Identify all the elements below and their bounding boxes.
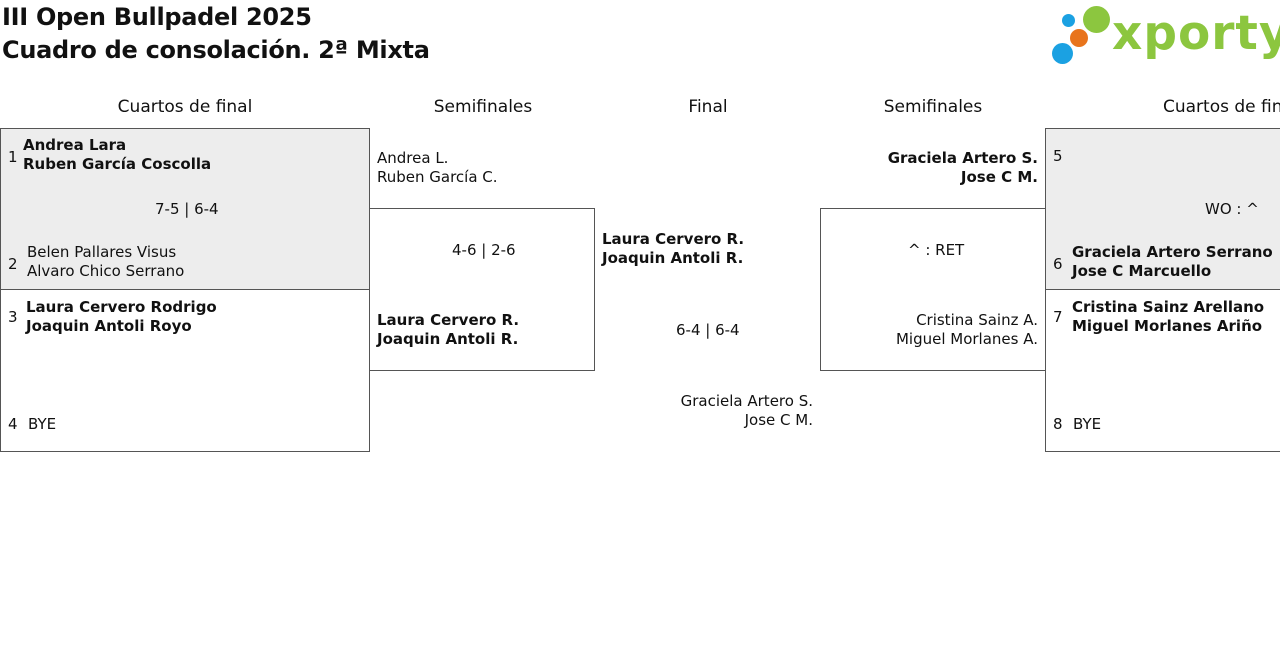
seed-number: 4 [8, 415, 18, 433]
player-name: Jose C M. [744, 411, 813, 429]
tournament-title: III Open Bullpadel 2025 [2, 3, 312, 31]
player-name: Cristina Sainz Arellano [1072, 298, 1265, 316]
left-sf-team-top[interactable]: Andrea L. Ruben García C. [377, 149, 498, 187]
final-score: 6-4 | 6-4 [676, 321, 740, 339]
column-header-left-semifinals: Semifinales [433, 97, 533, 117]
seed-number: 8 [1053, 415, 1063, 433]
player-name: Joaquin Antoli Royo [26, 317, 192, 335]
player-name: Joaquin Antoli R. [602, 249, 744, 267]
player-name: Alvaro Chico Serrano [27, 262, 185, 280]
right-qf-match-1[interactable]: 5 WO : ^ 6 Graciela Artero Serrano Jose … [1045, 128, 1280, 290]
match-score: ^ : RET [908, 241, 965, 259]
player-name: Jose C M. [960, 168, 1038, 186]
team-loser[interactable]: Cristina Sainz A. Miguel Morlanes A. [896, 311, 1038, 349]
column-header-right-quarterfinals: Cuartos de final [1163, 97, 1280, 117]
player-name: Joaquin Antoli R. [377, 330, 519, 348]
final-team-runner-up[interactable]: Graciela Artero S. Jose C M. [681, 392, 813, 430]
player-name: Laura Cervero Rodrigo [26, 298, 217, 316]
right-sf-team-top[interactable]: Graciela Artero S. Jose C M. [888, 149, 1038, 187]
team-winner[interactable]: Laura Cervero Rodrigo Joaquin Antoli Roy… [26, 298, 217, 336]
left-qf-match-2[interactable]: 3 Laura Cervero Rodrigo Joaquin Antoli R… [0, 289, 370, 452]
seed-number: 7 [1053, 308, 1063, 326]
team-loser[interactable]: Belen Pallares Visus Alvaro Chico Serran… [27, 243, 184, 281]
player-name: Laura Cervero R. [602, 230, 745, 248]
seed-number: 6 [1053, 255, 1063, 273]
player-name: Jose C Marcuello [1072, 262, 1212, 280]
team-winner[interactable]: Cristina Sainz Arellano Miguel Morlanes … [1072, 298, 1264, 336]
logo-blue-dot-top [1062, 14, 1075, 27]
match-score: 7-5 | 6-4 [155, 200, 219, 218]
player-name: Andrea Lara [23, 136, 127, 154]
seed-number: 2 [8, 255, 18, 273]
player-name: Ruben García C. [377, 168, 498, 186]
player-name: Miguel Morlanes Ariño [1072, 317, 1263, 335]
logo-orange-dot [1070, 29, 1088, 47]
player-name: Graciela Artero Serrano [1072, 243, 1273, 261]
right-sf-match[interactable]: ^ : RET Cristina Sainz A. Miguel Morlane… [820, 208, 1046, 371]
player-name: Graciela Artero S. [887, 149, 1038, 167]
column-header-final: Final [688, 97, 728, 117]
seed-number: 5 [1053, 147, 1063, 165]
seed-number: 1 [8, 148, 18, 166]
draw-subtitle: Cuadro de consolación. 2ª Mixta [2, 36, 430, 64]
team-bye: BYE [28, 415, 56, 434]
bye-label: BYE [1073, 415, 1102, 433]
player-name: Laura Cervero R. [377, 311, 520, 329]
match-score: 4-6 | 2-6 [452, 241, 516, 259]
column-header-right-semifinals: Semifinales [883, 97, 983, 117]
xporty-logo[interactable]: xporty [1050, 4, 1280, 66]
player-name: Miguel Morlanes A. [895, 330, 1038, 348]
player-name: Ruben García Coscolla [23, 155, 212, 173]
column-header-left-quarterfinals: Cuartos de final [117, 97, 253, 117]
team-winner[interactable]: Graciela Artero Serrano Jose C Marcuello [1072, 243, 1273, 281]
logo-blue-dot-bottom [1052, 43, 1073, 64]
left-sf-match[interactable]: 4-6 | 2-6 Laura Cervero R. Joaquin Antol… [369, 208, 595, 371]
final-team-winner[interactable]: Laura Cervero R. Joaquin Antoli R. [602, 230, 744, 268]
team-winner[interactable]: Andrea Lara Ruben García Coscolla [23, 136, 211, 174]
seed-number: 3 [8, 308, 18, 326]
logo-green-dot [1083, 6, 1110, 33]
player-name: Belen Pallares Visus [27, 243, 177, 261]
logo-wordmark: xporty [1112, 6, 1280, 61]
right-qf-match-2[interactable]: 7 Cristina Sainz Arellano Miguel Morlane… [1045, 289, 1280, 452]
left-qf-match-1[interactable]: 1 Andrea Lara Ruben García Coscolla 7-5 … [0, 128, 370, 290]
team-winner[interactable]: Laura Cervero R. Joaquin Antoli R. [377, 311, 519, 349]
player-name: Graciela Artero S. [680, 392, 813, 410]
bye-label: BYE [28, 415, 57, 433]
player-name: Cristina Sainz A. [916, 311, 1038, 329]
player-name: Andrea L. [377, 149, 449, 167]
match-score: WO : ^ [1205, 200, 1259, 218]
team-bye: BYE [1073, 415, 1101, 434]
